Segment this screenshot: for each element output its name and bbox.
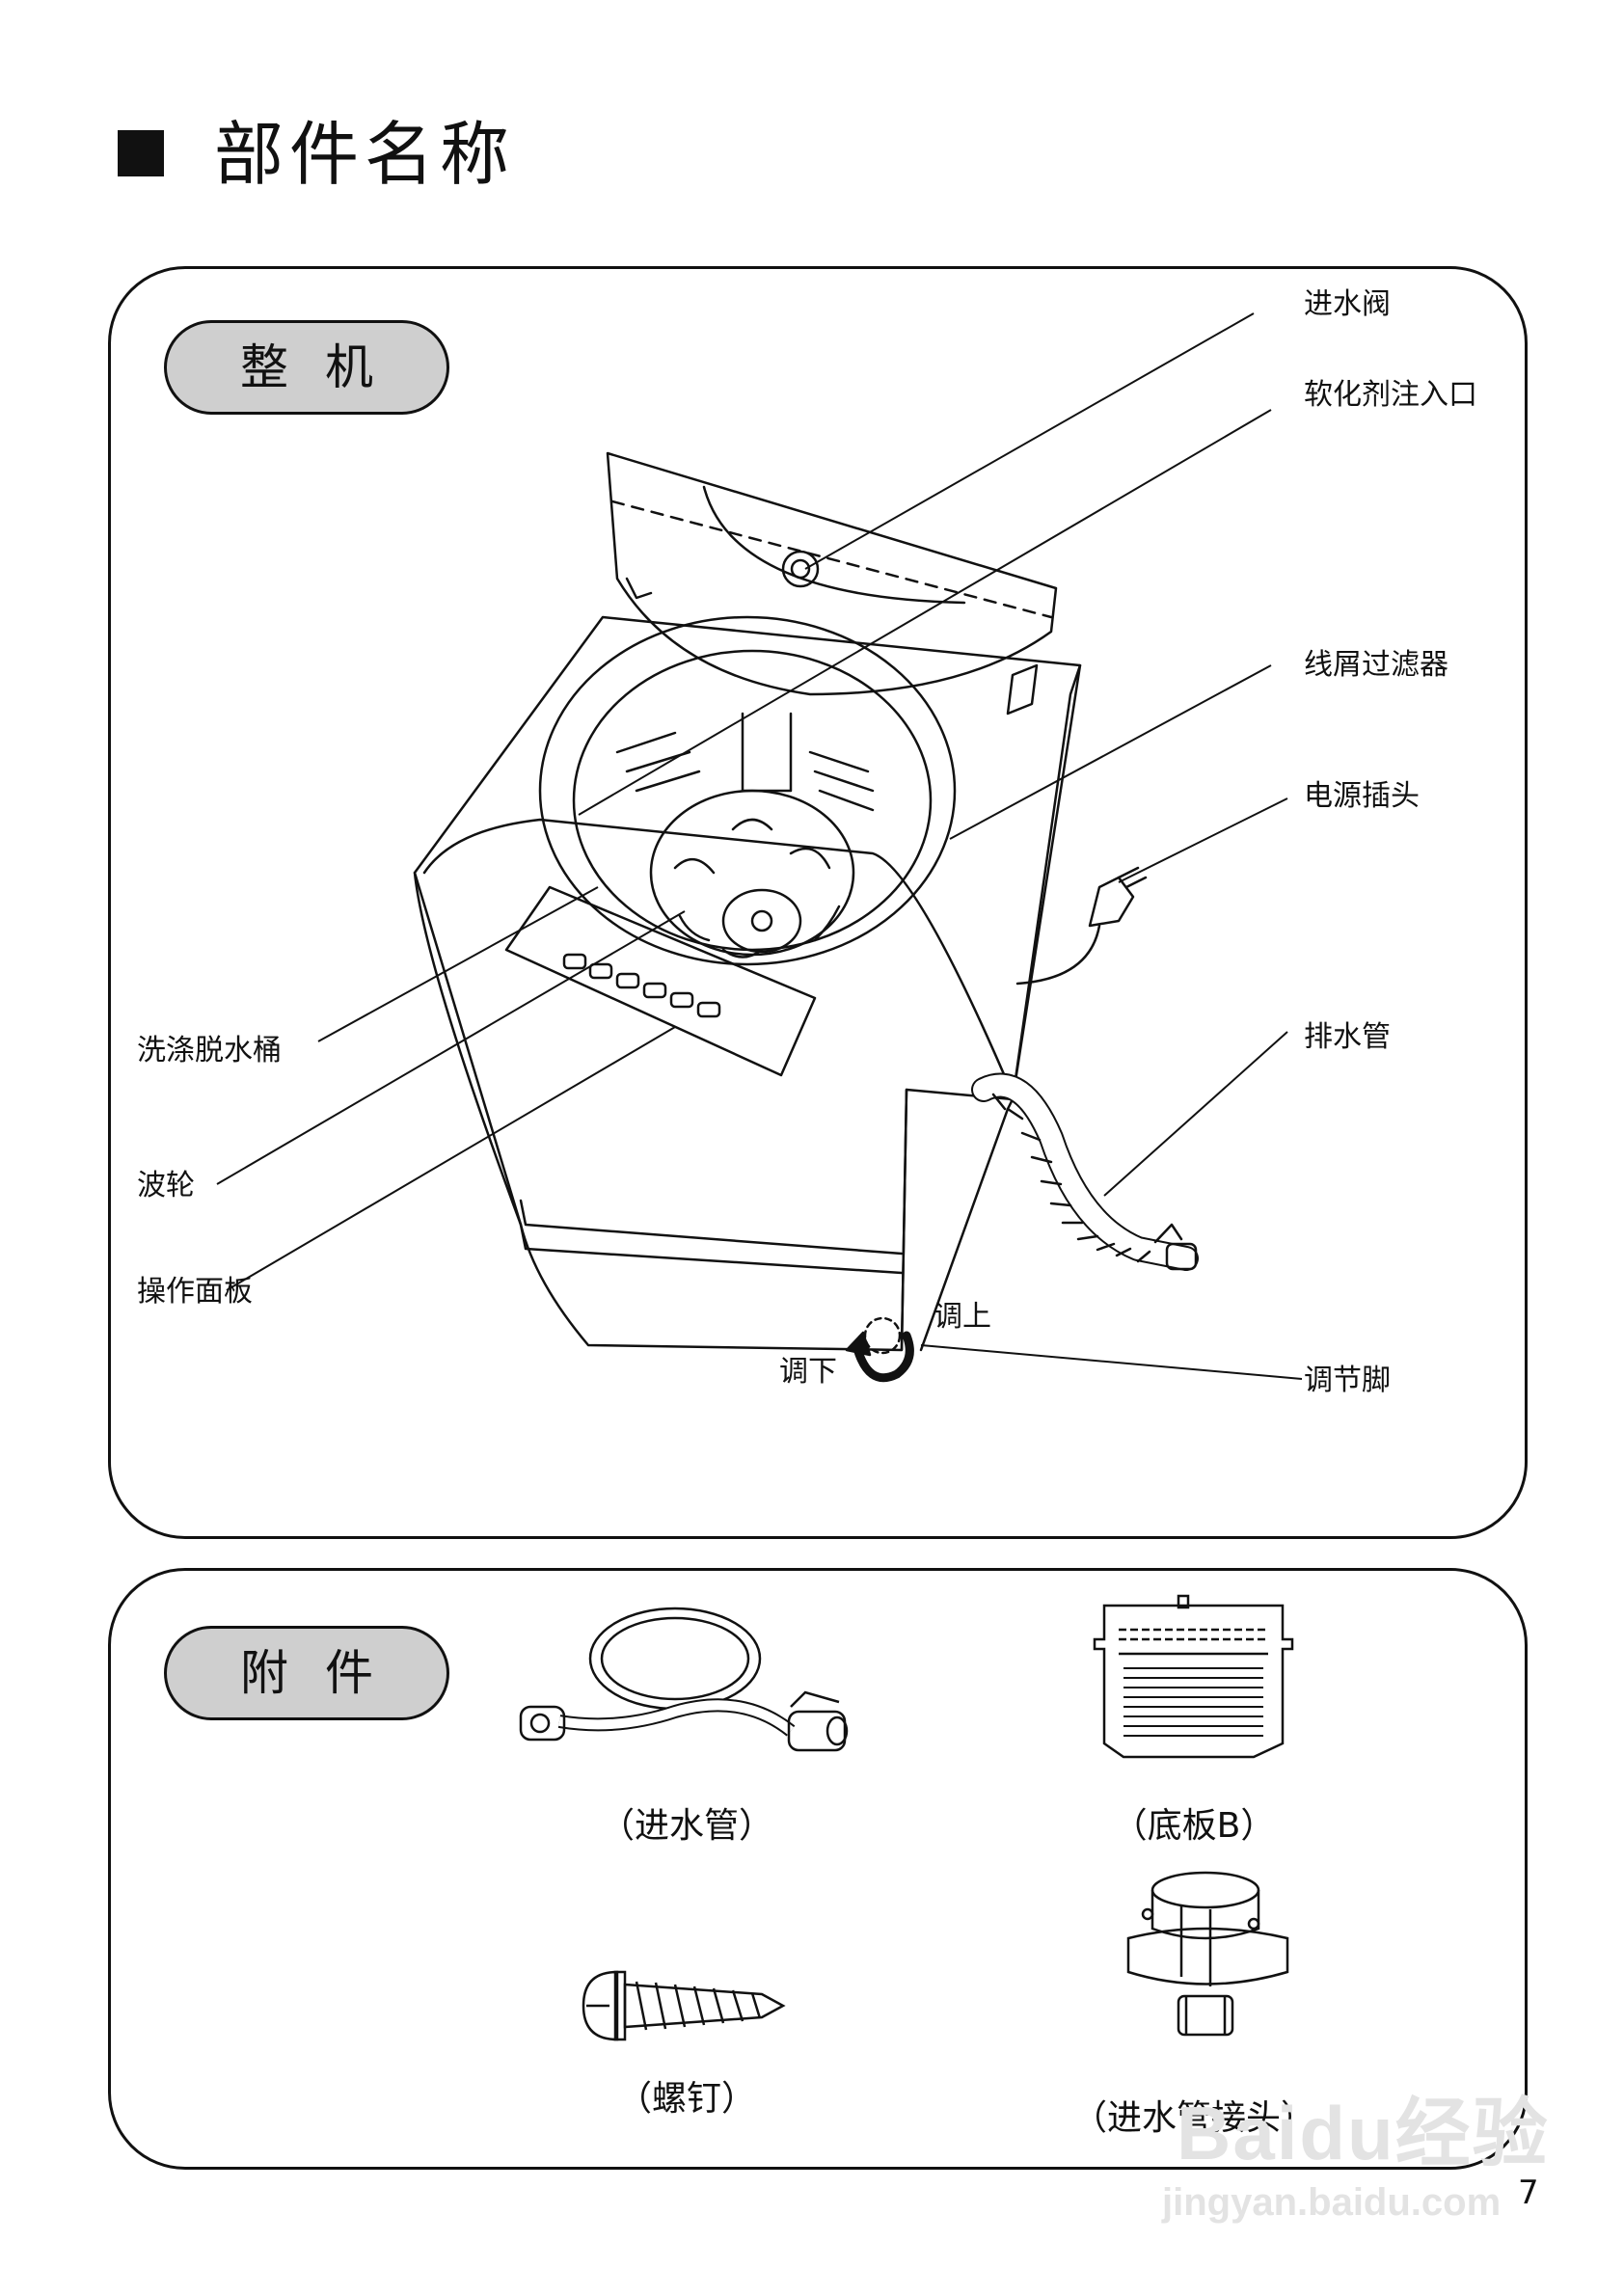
inlet-hose-icon	[519, 1607, 849, 1752]
caption-screw: （螺钉）	[616, 2079, 757, 2119]
whole-machine-heading: 整机	[164, 320, 449, 415]
screw-icon	[582, 1970, 786, 2041]
accessories-heading: 附件	[164, 1626, 449, 1720]
page-number: 7	[1518, 2174, 1539, 2212]
watermark-url: jingyan.baidu.com	[1162, 2181, 1502, 2224]
leader-lines	[216, 312, 1303, 1380]
label-adjust-down: 调下	[779, 1355, 837, 1389]
label-drain-hose: 排水管	[1304, 1020, 1391, 1054]
label-control-panel: 操作面板	[137, 1275, 253, 1309]
drain-hose-end	[1165, 1242, 1198, 1271]
control-panel	[504, 885, 817, 1077]
caption-base-plate: （底板B）	[1112, 1806, 1276, 1846]
watermark-logo: Baidu经验	[1177, 2091, 1550, 2175]
label-wash-tub: 洗涤脱水桶	[137, 1034, 282, 1067]
page-title: 部件名称	[214, 114, 516, 195]
label-adjust-up: 调上	[934, 1300, 991, 1334]
caption-inlet-hose: （进水管）	[599, 1806, 774, 1846]
label-lint-filter: 线屑过滤器	[1304, 648, 1448, 682]
label-adjust-foot: 调节脚	[1304, 1364, 1391, 1397]
label-pulsator: 波轮	[137, 1169, 195, 1202]
wash-tub	[538, 615, 957, 966]
adjust-arrow	[852, 1331, 914, 1383]
power-cord	[1015, 924, 1101, 986]
cabinet-outline	[413, 615, 1082, 1352]
hose-connector-icon	[1126, 1871, 1289, 2037]
label-inlet-valve: 进水阀	[1304, 287, 1391, 321]
accessories-panel	[108, 1568, 1528, 2170]
label-power-plug: 电源插头	[1304, 779, 1420, 813]
adjustable-foot	[863, 1316, 902, 1355]
label-softener-inlet: 软化剂注入口	[1304, 378, 1477, 412]
base-plate-icon	[1093, 1594, 1294, 1759]
lid	[606, 451, 1058, 696]
whole-machine-panel	[108, 266, 1528, 1539]
title-square-marker	[118, 130, 164, 176]
caption-hose-connector: （进水管接头）	[1071, 2098, 1316, 2138]
power-plug	[1088, 876, 1135, 928]
